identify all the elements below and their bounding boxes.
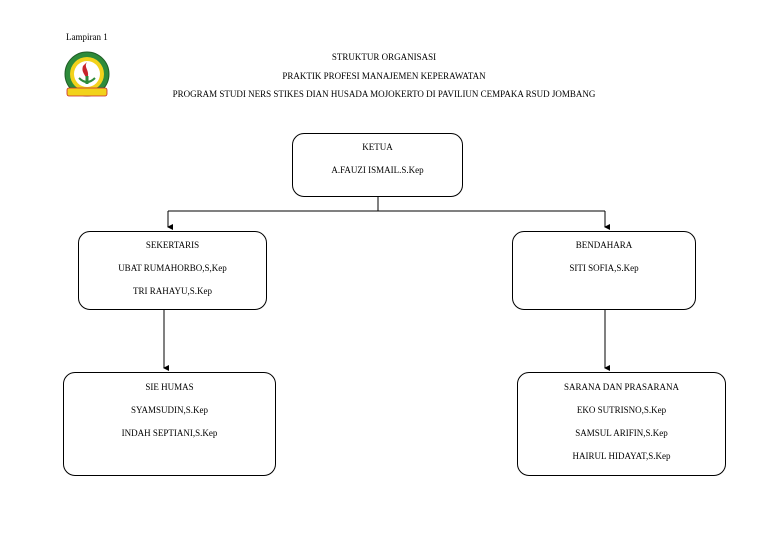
- node-ketua-member: A.FAUZI ISMAIL.S.Kep: [331, 165, 424, 175]
- node-sarana-prasarana: SARANA DAN PRASARANA EKO SUTRISNO,S.Kep …: [517, 372, 726, 476]
- node-bendahara: BENDAHARA SITI SOFIA,S.Kep: [512, 231, 696, 310]
- node-sekertaris: SEKERTARIS UBAT RUMAHORBO,S,Kep TRI RAHA…: [78, 231, 267, 310]
- attachment-label: Lampiran 1: [66, 32, 108, 42]
- node-humas-role: SIE HUMAS: [145, 382, 194, 392]
- node-bendahara-role: BENDAHARA: [575, 240, 633, 250]
- node-sie-humas: SIE HUMAS SYAMSUDIN,S.Kep INDAH SEPTIANI…: [63, 372, 276, 476]
- logo-emblem-icon: [64, 51, 110, 97]
- node-ketua-role: KETUA: [362, 142, 393, 152]
- chart-program-line: PROGRAM STUDI NERS STIKES DIAN HUSADA MO…: [172, 89, 596, 99]
- node-sarana-role: SARANA DAN PRASARANA: [563, 382, 680, 392]
- node-humas-member: SYAMSUDIN,S.Kep: [130, 405, 208, 415]
- node-sekertaris-role: SEKERTARIS: [145, 240, 200, 250]
- chart-subtitle: PRAKTIK PROFESI MANAJEMEN KEPERAWATAN: [282, 71, 486, 81]
- node-sekertaris-member: TRI RAHAYU,S.Kep: [133, 286, 212, 296]
- node-ketua: KETUA A.FAUZI ISMAIL.S.Kep: [292, 133, 463, 197]
- chart-title: STRUKTUR ORGANISASI: [331, 52, 437, 62]
- node-sarana-member: EKO SUTRISNO,S.Kep: [576, 405, 667, 415]
- node-sarana-member: SAMSUL ARIFIN,S.Kep: [575, 428, 668, 438]
- node-bendahara-member: SITI SOFIA,S.Kep: [569, 263, 639, 273]
- node-sekertaris-member: UBAT RUMAHORBO,S,Kep: [118, 263, 227, 273]
- node-humas-member: INDAH SEPTIANI,S.Kep: [121, 428, 218, 438]
- institution-logo: [61, 50, 113, 102]
- node-sarana-member: HAIRUL HIDAYAT,S.Kep: [572, 451, 671, 461]
